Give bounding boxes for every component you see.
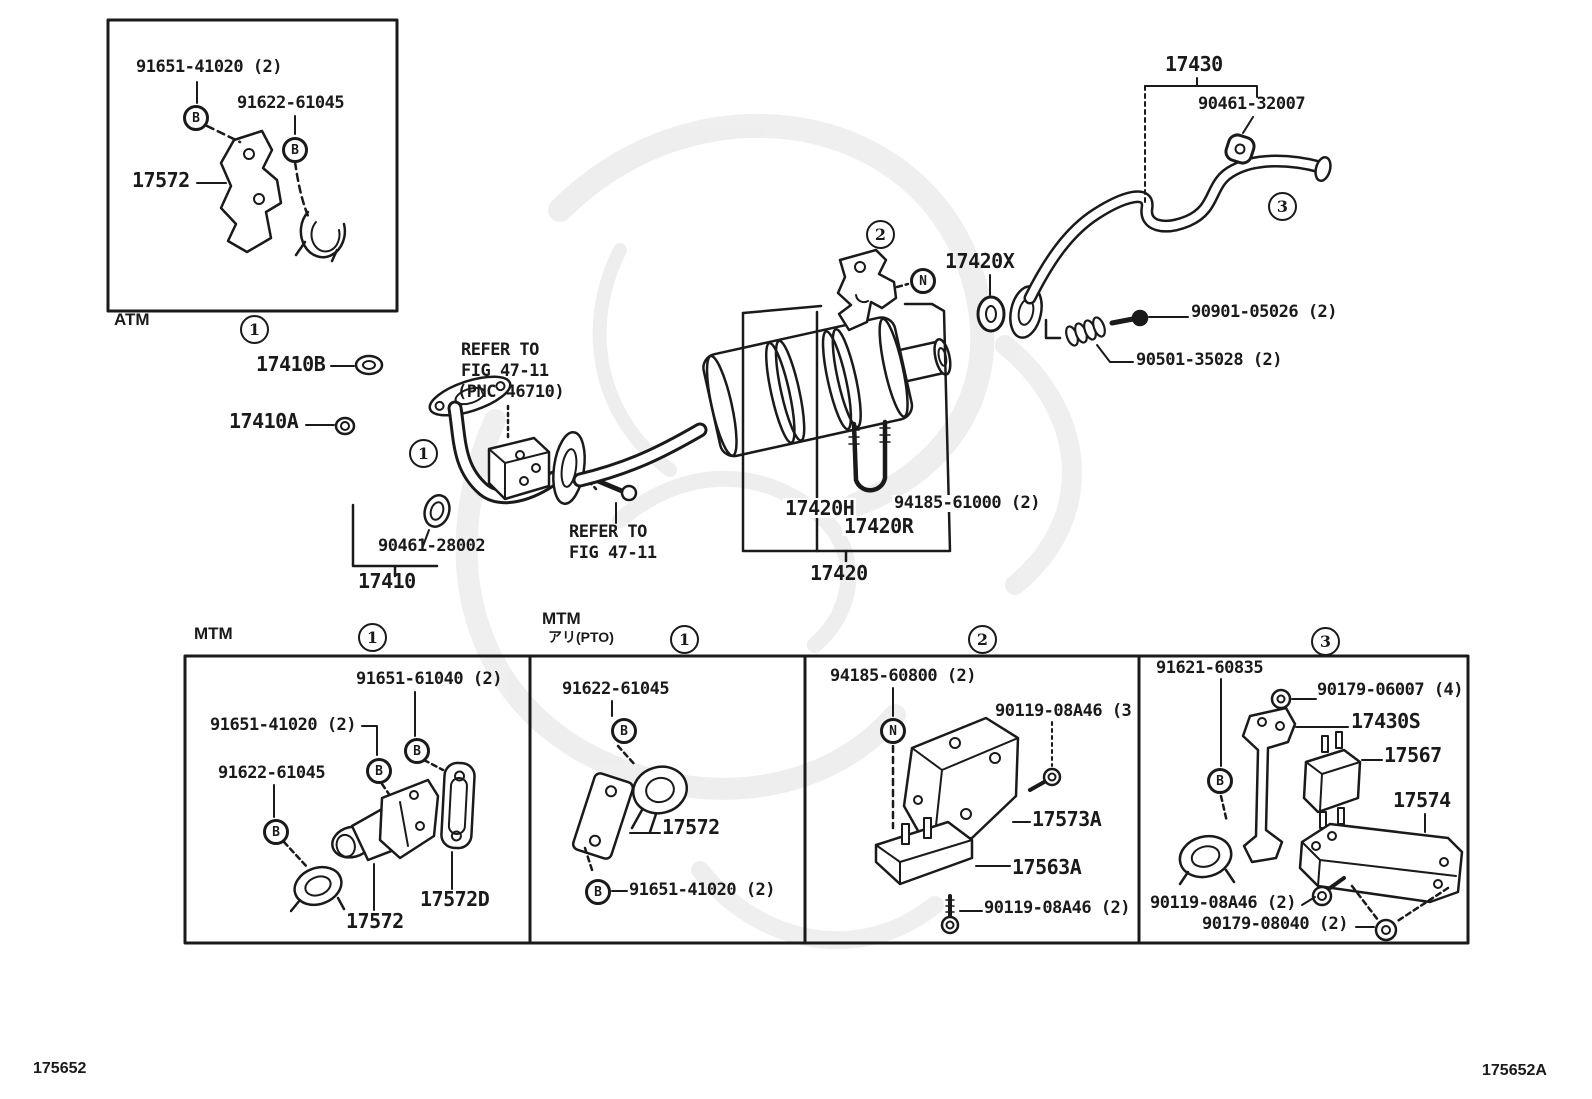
panel-mtm-header: MTM bbox=[194, 624, 233, 643]
callout-1-inset: 1 bbox=[240, 315, 269, 344]
inset-bolt-label: 91651-41020 (2) bbox=[136, 57, 283, 77]
panel-mtm-pto-subheader: アリ(PTO) bbox=[548, 629, 614, 645]
inset-atm-drawing bbox=[106, 18, 399, 313]
figure-number-right: 175652A bbox=[1482, 1062, 1547, 1079]
callout-2-muffler: 2 bbox=[866, 220, 895, 249]
p1-bolt-lower-label: 91651-41020 (2) bbox=[210, 715, 357, 735]
p4-bolt-lower-label: 90119-08A46 (2) bbox=[1150, 893, 1297, 913]
refer-lower-line2: FIG 47-11 bbox=[569, 543, 657, 563]
p4-bracket-label: 17574 bbox=[1393, 788, 1451, 812]
variant-panels-frame bbox=[183, 654, 1470, 945]
inset-insulator-bolt-label: 91622-61045 bbox=[237, 93, 345, 113]
tail-pipe-hanger-label: 90461-32007 bbox=[1198, 94, 1306, 114]
panel-three-drawing bbox=[1178, 678, 1464, 942]
callout-3-tail-pipe: 3 bbox=[1268, 192, 1297, 221]
p3-bolt-lower-label: 90119-08A46 (2) bbox=[984, 898, 1131, 918]
p3-bracket-label: 17573A bbox=[1032, 807, 1102, 831]
muffler-gasket-label: 17420X bbox=[945, 249, 1015, 273]
nut-symbol-p3: N bbox=[880, 718, 906, 744]
p4-nut-lower-label: 90179-08040 (2) bbox=[1202, 914, 1349, 934]
p3-ubolt-label: 94185-60800 (2) bbox=[830, 666, 977, 686]
p4-insulator-label: 17567 bbox=[1384, 743, 1442, 767]
p2-bracket-label: 17572 bbox=[662, 815, 720, 839]
muffler-part-label: 17420 bbox=[810, 561, 868, 585]
muffler-rear-section-label: 17420R bbox=[842, 514, 916, 538]
callout-1-front-pipe: 1 bbox=[409, 439, 438, 468]
figure-number-left: 175652 bbox=[33, 1060, 87, 1077]
p1-bolt-upper-label: 91651-61040 (2) bbox=[356, 669, 503, 689]
bolt-symbol-p1-3: B bbox=[263, 819, 289, 845]
panel-mtm-pto-drawing bbox=[571, 700, 689, 892]
refer-upper-line3: (PNC 46710) bbox=[457, 382, 565, 402]
p3-mount-label: 17563A bbox=[1012, 855, 1082, 879]
front-pipe-nut-label: 17410A bbox=[229, 409, 299, 433]
tail-pipe-part-label: 17430 bbox=[1165, 52, 1223, 76]
muffler-ubolt-label: 94185-61000 (2) bbox=[892, 493, 1043, 513]
bolt-symbol-inset-1: B bbox=[183, 105, 209, 131]
front-pipe-drawing bbox=[305, 354, 638, 578]
p1-link-label: 17572D bbox=[420, 887, 490, 911]
refer-upper-line1: REFER TO bbox=[461, 340, 539, 360]
refer-lower-line1: REFER TO bbox=[569, 522, 647, 542]
watermark-pattern bbox=[455, 114, 1082, 950]
bolt-symbol-p1-2: B bbox=[366, 758, 392, 784]
panel-mtm-pto-header: MTM bbox=[542, 609, 581, 628]
p4-bolt-label: 91621-60835 bbox=[1156, 658, 1264, 678]
callout-1-panel-pto: 1 bbox=[670, 625, 699, 654]
tail-pipe-drawing bbox=[1023, 77, 1332, 305]
front-pipe-gasket-label: 17410B bbox=[256, 352, 326, 376]
inset-bracket-label: 17572 bbox=[132, 168, 190, 192]
p3-bolt-upper-label: 90119-08A46 (3 bbox=[995, 701, 1132, 721]
bolt-symbol-p2-1: B bbox=[611, 718, 637, 744]
p4-nut-upper-label: 90179-06007 (4) bbox=[1317, 680, 1464, 700]
callout-3-panel: 3 bbox=[1311, 627, 1340, 656]
refer-upper-line2: FIG 47-11 bbox=[461, 361, 549, 381]
p1-insulator-bolt-label: 91622-61045 bbox=[218, 763, 326, 783]
callout-2-panel: 2 bbox=[968, 625, 997, 654]
bolt-symbol-p2-2: B bbox=[585, 879, 611, 905]
nut-symbol-muffler: N bbox=[910, 268, 936, 294]
muffler-drawing bbox=[572, 248, 1189, 563]
p2-insulator-bolt-label: 91622-61045 bbox=[562, 679, 670, 699]
bolt-symbol-inset-2: B bbox=[282, 137, 308, 163]
tail-pipe-spring-label: 90501-35028 (2) bbox=[1136, 350, 1283, 370]
panel-mtm-drawing bbox=[273, 691, 476, 913]
bolt-symbol-p4: B bbox=[1207, 768, 1233, 794]
p4-stay-label: 17430S bbox=[1351, 709, 1421, 733]
bolt-symbol-p1-1: B bbox=[404, 738, 430, 764]
muffler-front-section-label: 17420H bbox=[783, 496, 857, 520]
p2-bolt-label: 91651-41020 (2) bbox=[629, 880, 776, 900]
tail-pipe-bolt-label: 90901-05026 (2) bbox=[1191, 302, 1338, 322]
front-pipe-part-label: 17410 bbox=[358, 569, 416, 593]
front-pipe-clamp-label: 90461-28002 bbox=[378, 536, 486, 556]
panel-two-drawing bbox=[874, 687, 1062, 935]
p1-bracket-label: 17572 bbox=[346, 909, 404, 933]
inset-atm-header: ATM bbox=[114, 310, 150, 329]
callout-1-panel-mtm: 1 bbox=[358, 623, 387, 652]
